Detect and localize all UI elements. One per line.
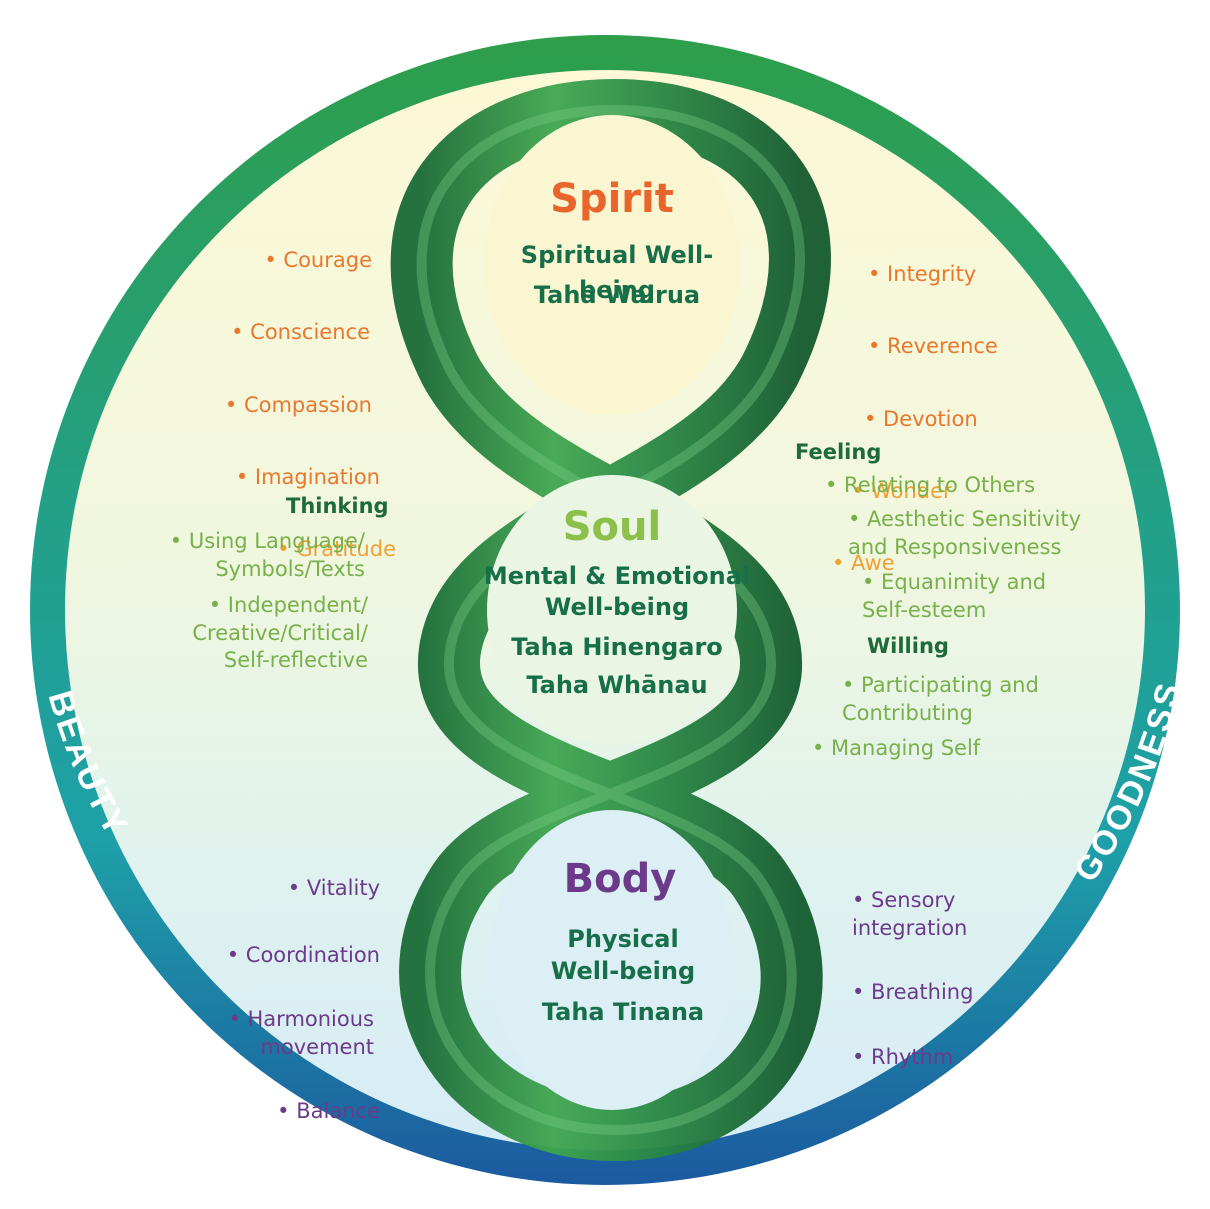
spirit-maori: Taha Wairua <box>533 281 701 309</box>
soul-maori-2: Taha Whānau <box>526 671 708 699</box>
list-item: • Reverence <box>868 334 998 359</box>
spirit-wellbeing: Spiritual Well-being <box>520 241 714 304</box>
body-title: Body <box>563 856 677 902</box>
ring-word-truth: TRUTH <box>532 0 677 43</box>
body-wellbeing: Physical Well-being <box>550 925 696 985</box>
spirit-right-list: • Integrity • Reverence • Devotion • Won… <box>830 220 1030 617</box>
thinking-item-2: • Independent/ Creative/Critical/ Self-r… <box>192 593 368 673</box>
body-maori: Taha Tinana <box>541 998 705 1026</box>
list-item: • Integrity <box>868 262 977 287</box>
feeling-item-1: • Relating to Others <box>825 473 1036 497</box>
soul-title: Soul <box>562 504 662 550</box>
list-item: • Awe <box>832 550 895 575</box>
spirit-loop <box>484 115 740 415</box>
list-item: • Conscience <box>231 320 370 345</box>
list-item: • Breathing <box>852 980 974 1005</box>
list-item: • Imagination <box>235 464 380 489</box>
jade-twisted-figure <box>390 78 831 1162</box>
feeling-heading: Feeling <box>795 440 882 464</box>
list-item: • Balance <box>277 1099 380 1124</box>
soul-wellbeing: Mental & Emotional Well-being <box>483 562 751 622</box>
spirit-title: Spirit <box>550 176 674 222</box>
list-item: • Rhythm <box>852 1044 954 1069</box>
list-item: • Wonder <box>852 478 952 503</box>
feeling-item-2: • Aesthetic Sensitivity and Responsivene… <box>848 507 1081 559</box>
list-item: • Vitality <box>287 876 380 901</box>
soul-maori-1: Taha Hinengaro <box>511 633 723 661</box>
body-left-list: • Vitality • Coordination • Harmonious m… <box>190 848 380 1153</box>
feeling-item-3: • Equanimity and Self-esteem <box>862 570 1047 622</box>
soul-loop <box>487 475 737 745</box>
willing-heading: Willing <box>867 634 949 658</box>
spirit-left-list: • Courage • Conscience • Compassion • Im… <box>150 206 400 603</box>
body-right-list: • Sensory integration • Breathing • Rhyt… <box>852 860 1032 1098</box>
list-item: • Compassion <box>224 392 372 417</box>
thinking-heading: Thinking <box>286 494 389 518</box>
body-loop <box>490 810 734 1110</box>
willing-item-1: • Participating and Contributing <box>842 673 1039 725</box>
thinking-item-1: • Using Language/ Symbols/Texts <box>169 529 365 581</box>
list-item: • Coordination <box>226 942 380 967</box>
list-item: • Gratitude <box>277 536 396 561</box>
list-item: • Harmonious movement <box>228 1007 374 1059</box>
list-item: • Devotion <box>864 406 978 431</box>
list-item: • Sensory integration <box>852 888 968 940</box>
willing-item-2: • Managing Self <box>812 736 981 760</box>
list-item: • Courage <box>264 248 372 273</box>
